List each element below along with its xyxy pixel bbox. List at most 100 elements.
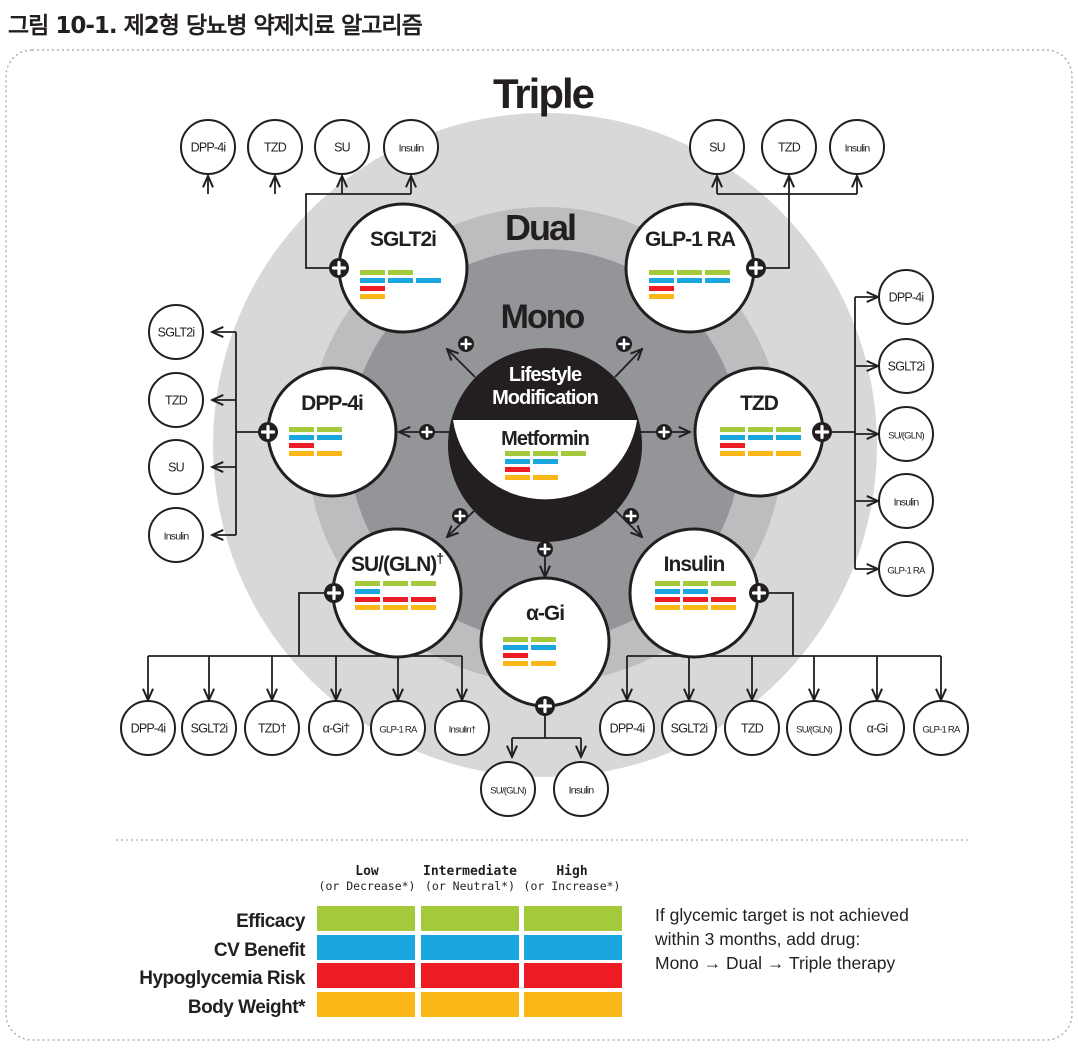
node-su[interactable] (331, 527, 463, 659)
triple-ring-label: Triple (493, 70, 594, 117)
plus-su-glyph (326, 585, 342, 601)
metformin-bars-bar (533, 451, 558, 456)
agi-option-1[interactable] (553, 761, 609, 817)
node-tzd-bars-bar (720, 451, 745, 456)
dpp4i-option-0[interactable] (148, 304, 204, 360)
sglt2i-option-1[interactable] (247, 119, 303, 175)
node-agi-bars-bar (531, 645, 556, 650)
node-tzd-bars (720, 427, 801, 456)
plus-badge-glp1ra-glyph (618, 338, 630, 350)
plus-tzd-glyph (814, 424, 830, 440)
node-agi-bars-bar (503, 661, 528, 666)
node-glp1ra-bars-bar (649, 294, 674, 299)
node-glp1ra-bars-bar (677, 270, 702, 275)
node-glp1ra-bars-bar (649, 286, 674, 291)
node-tzd-bars-bar (748, 435, 773, 440)
legend-header-2: High (556, 864, 587, 879)
node-glp1ra-label: GLP-1 RA (645, 228, 736, 251)
tzd-option-3[interactable] (878, 473, 934, 529)
legend-swatch-1-2 (524, 935, 622, 960)
node-insulin-bars-bar (711, 605, 736, 610)
node-su-bars-bar (383, 605, 408, 610)
su-option-1[interactable] (181, 700, 237, 756)
dpp4i-option-2[interactable] (148, 439, 204, 495)
node-agi-bars-bar (503, 637, 528, 642)
node-tzd-bars-bar (748, 427, 773, 432)
spoke-to-glp1ra (614, 349, 642, 378)
tzd-option-4[interactable] (878, 541, 934, 597)
plus-insulin-glyph (751, 585, 767, 601)
legend-swatch-0-0 (317, 906, 415, 931)
sglt2i-option-0[interactable] (180, 119, 236, 175)
su-option-0[interactable] (120, 700, 176, 756)
plus-badge-insulin-glyph (625, 510, 637, 522)
metformin-bars-bar (533, 459, 558, 464)
tzd-option-1-label: SGLT2i (888, 360, 925, 374)
insulin-option-3[interactable] (786, 700, 842, 756)
node-insulin-bars-bar (711, 597, 736, 602)
legend-swatch-0-1 (421, 906, 519, 931)
node-sglt2i[interactable] (337, 202, 469, 334)
legend-swatch-3-1 (421, 992, 519, 1017)
node-su-bars-bar (411, 581, 436, 586)
insulin-option-5[interactable] (913, 700, 969, 756)
tzd-option-2[interactable] (878, 406, 934, 462)
node-insulin-bars-bar (683, 581, 708, 586)
sglt2i-option-2[interactable] (314, 119, 370, 175)
node-dpp4i-bars (289, 427, 342, 456)
legend-note-0: If glycemic target is not achieved (655, 905, 909, 925)
node-sglt2i-bars-bar (360, 286, 385, 291)
legend-note-2: Mono → Dual → Triple therapy (655, 953, 895, 973)
node-tzd-bars-bar (720, 443, 745, 448)
legend-row-2: Hypoglycemia Risk (139, 968, 306, 989)
metformin-bars (505, 451, 586, 480)
node-dpp4i-bars-bar (289, 443, 314, 448)
node-insulin-bars-bar (655, 589, 680, 594)
su-option-3[interactable] (308, 700, 364, 756)
figure-frame (5, 49, 1073, 1041)
node-tzd-bars-bar (776, 451, 801, 456)
node-insulin-bars-bar (683, 597, 708, 602)
plus-badge-agi-glyph (539, 543, 551, 555)
node-glp1ra[interactable] (624, 202, 756, 334)
insulin-option-1[interactable] (661, 700, 717, 756)
insulin-option-2[interactable] (724, 700, 780, 756)
sglt2i-branch (305, 193, 411, 269)
node-tzd-bars-bar (748, 451, 773, 456)
su-option-0-label: DPP-4i (131, 722, 166, 736)
glp1ra-option-1[interactable] (761, 119, 817, 175)
agi-option-0[interactable] (480, 761, 536, 817)
node-dpp4i-bars-bar (289, 427, 314, 432)
su-option-5[interactable] (434, 700, 490, 756)
node-agi-bars-bar (531, 661, 556, 666)
mono-ring-label: Mono (501, 298, 585, 336)
dpp4i-option-0-label: SGLT2i (158, 326, 195, 340)
legend-swatch-2-1 (421, 963, 519, 988)
node-su-bars-bar (411, 597, 436, 602)
tzd-option-0[interactable] (878, 269, 934, 325)
legend-swatch-3-2 (524, 992, 622, 1017)
insulin-option-0-label: DPP-4i (610, 722, 645, 736)
legend-header-sub-2: (or Increase*) (524, 879, 621, 893)
dpp4i-option-1[interactable] (148, 372, 204, 428)
su-option-2[interactable] (244, 700, 300, 756)
legend-row-1: CV Benefit (214, 940, 306, 961)
glp1ra-option-0[interactable] (689, 119, 745, 175)
su-option-2-label: TZD† (258, 722, 287, 736)
lifestyle-label-line1: Lifestyle (509, 364, 582, 386)
glp1ra-branch-stem (756, 194, 790, 269)
plus-agi-glyph (537, 698, 553, 714)
glp1ra-option-2[interactable] (829, 119, 885, 175)
node-su-bars-bar (383, 581, 408, 586)
insulin-option-0[interactable] (599, 700, 655, 756)
tzd-option-1[interactable] (878, 338, 934, 394)
sglt2i-option-3[interactable] (383, 119, 439, 175)
node-dpp4i-bars-bar (317, 435, 342, 440)
dpp4i-option-3[interactable] (148, 507, 204, 563)
metformin-bars-bar (561, 451, 586, 456)
su-option-4[interactable] (370, 700, 426, 756)
node-sglt2i-bars-bar (388, 278, 413, 283)
node-glp1ra-bars-bar (705, 278, 730, 283)
su-option-5-label: Insulin† (449, 725, 476, 736)
insulin-option-4[interactable] (849, 700, 905, 756)
